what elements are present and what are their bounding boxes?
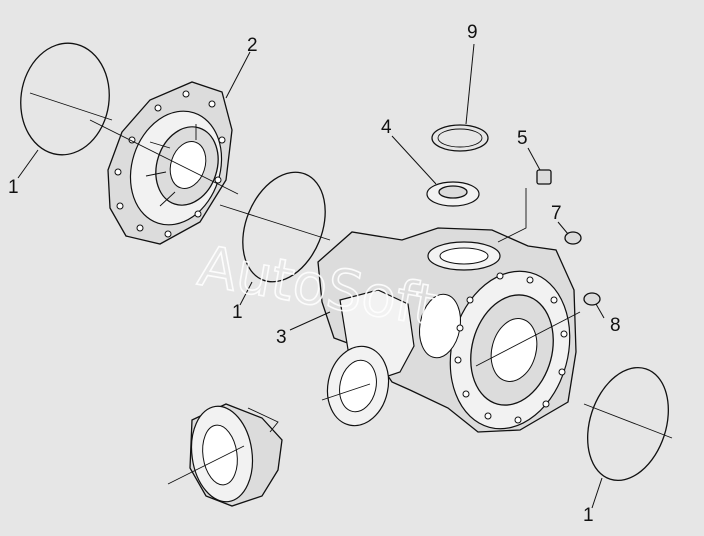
o-ring-middle [219, 171, 331, 283]
plug-8 [583, 292, 601, 306]
cover-flange [89, 81, 239, 245]
plug-7 [564, 231, 582, 245]
callout-1-bottom-right: 1 [583, 505, 594, 526]
thrust-washer [426, 181, 480, 207]
breather-fitting [497, 169, 552, 243]
pinion-flange [167, 403, 283, 507]
o-ring-top-left [20, 42, 113, 156]
callout-3: 3 [276, 327, 287, 348]
housing [317, 227, 581, 433]
callout-2: 2 [247, 35, 258, 56]
callout-1-top-left: 1 [8, 177, 19, 198]
leader-lines [17, 43, 605, 509]
callout-7: 7 [551, 203, 562, 224]
snap-ring [431, 124, 489, 152]
callout-5: 5 [517, 128, 528, 149]
callout-8: 8 [610, 315, 621, 336]
callout-1-middle: 1 [232, 302, 243, 323]
o-ring-bottom-right [583, 366, 673, 482]
callout-labels: 1 2 1 3 4 5 7 8 9 1 [8, 22, 621, 526]
callout-9: 9 [467, 22, 478, 43]
callout-4: 4 [381, 117, 392, 138]
